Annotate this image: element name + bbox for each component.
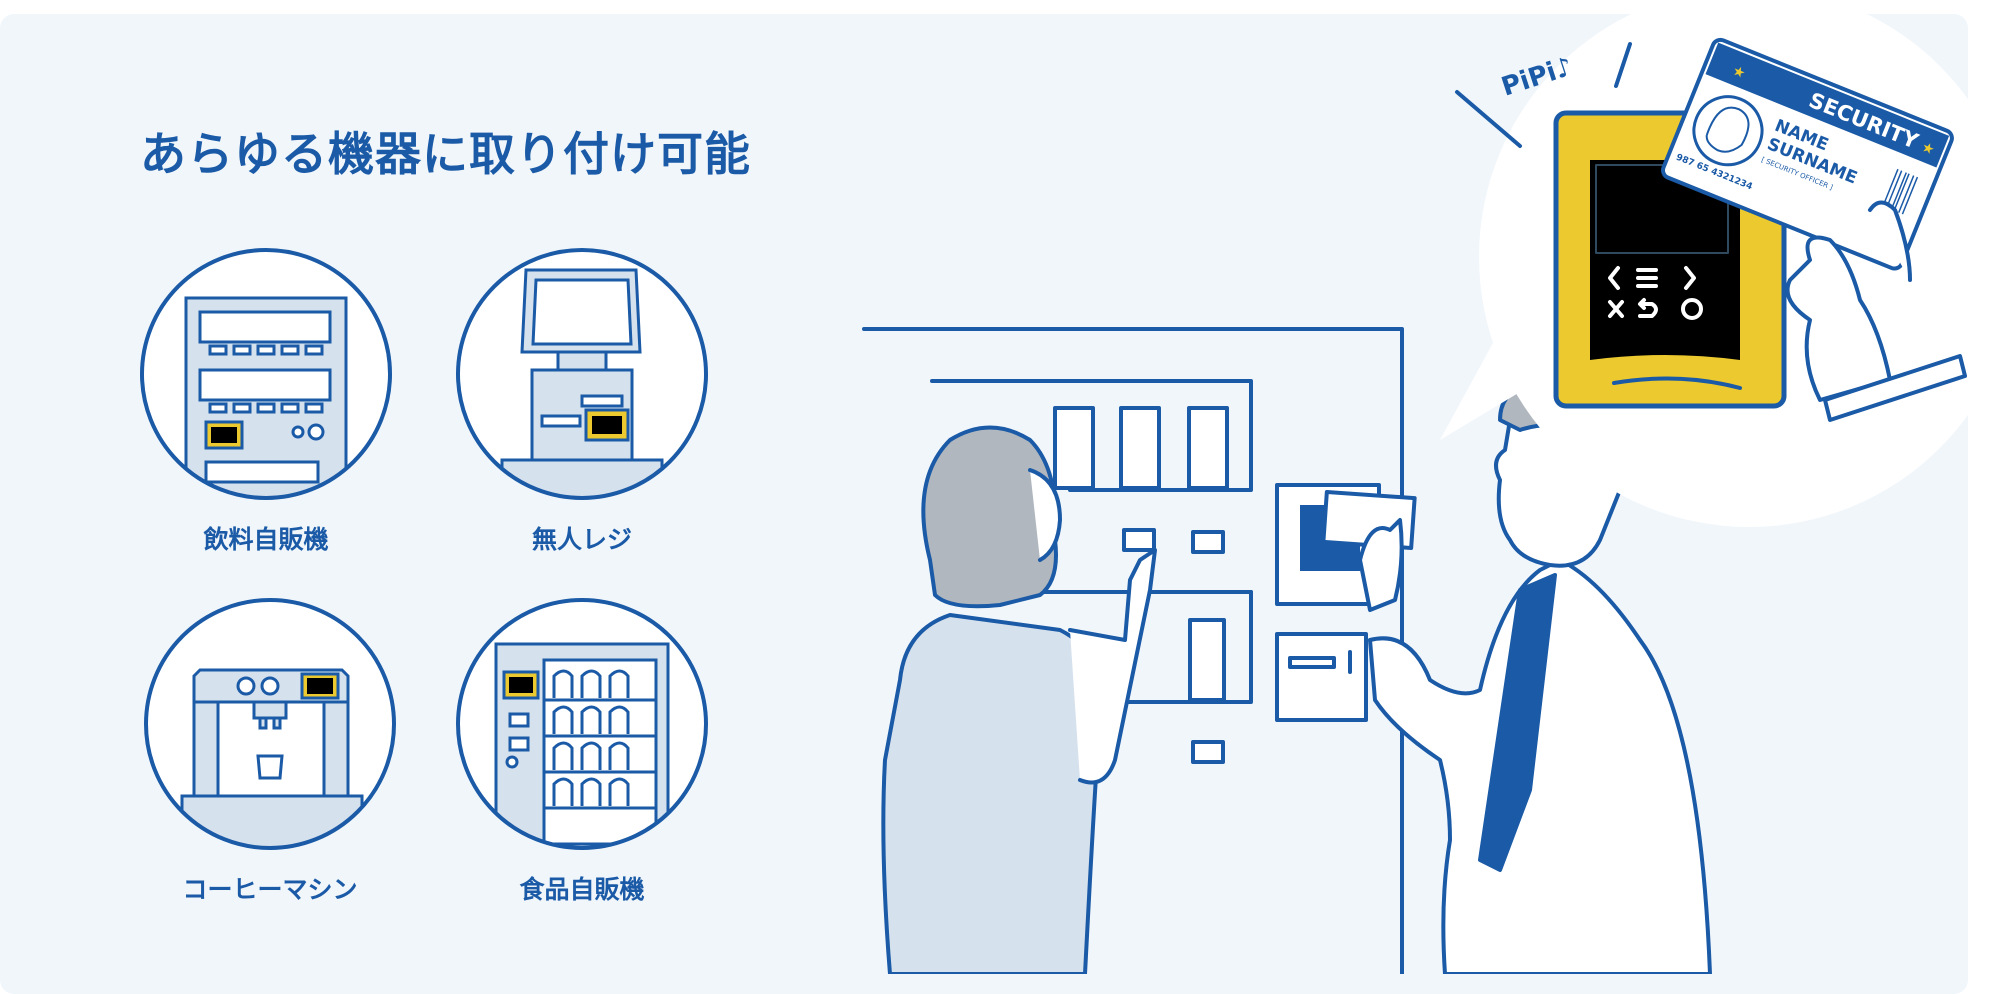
device-label: 無人レジ: [531, 525, 632, 554]
drink-vending-machine-icon: [140, 248, 392, 500]
device-label: 飲料自販機: [203, 525, 329, 554]
device-coffee-machine: コーヒーマシン: [142, 596, 398, 906]
woman-figure: [881, 425, 1157, 974]
device-label: 食品自販機: [519, 875, 645, 904]
svg-text:★: ★: [1730, 63, 1748, 83]
device-drink-vending: 飲料自販機: [138, 246, 394, 556]
coffee-machine-icon: [144, 598, 396, 850]
device-food-vending: 食品自販機: [454, 596, 710, 906]
food-vending-machine-icon: [456, 598, 708, 850]
card-reader-scene: PiPi♪ SECURITY ★★ NAME SURNAME [ SECURIT…: [862, 37, 1967, 974]
svg-text:★: ★: [1919, 139, 1937, 159]
self-checkout-icon: [456, 248, 708, 500]
hand-holding-card: [1785, 200, 1967, 422]
page-title: あらゆる機器に取り付け可能: [140, 127, 751, 181]
device-label: コーヒーマシン: [182, 875, 358, 904]
device-self-checkout: 無人レジ: [454, 246, 710, 556]
